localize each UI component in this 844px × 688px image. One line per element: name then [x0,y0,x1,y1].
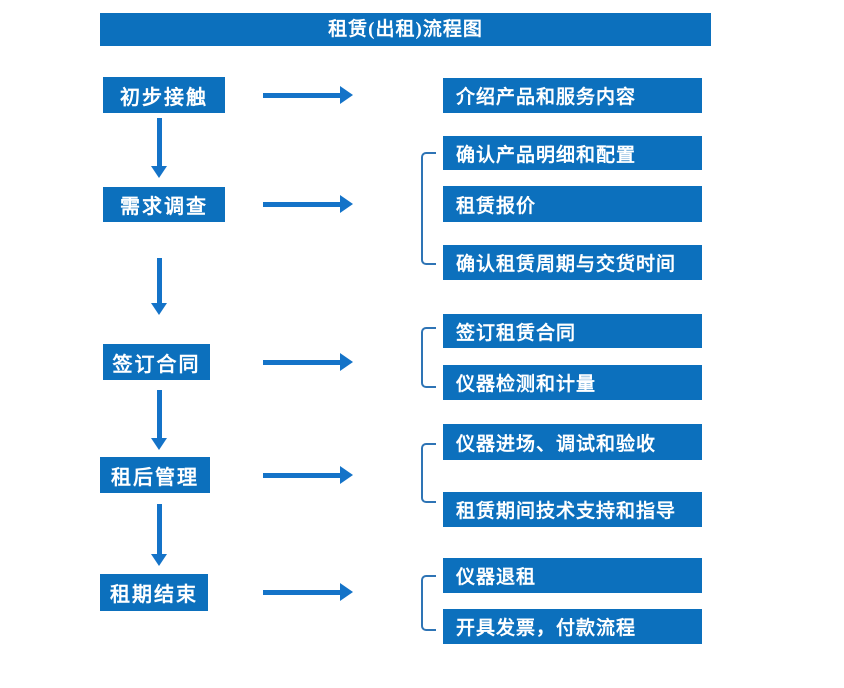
down-arrow-shaft [157,258,162,304]
right-arrow-head [340,195,353,213]
detail-box-instrument-testing-metering: 仪器检测和计量 [443,365,702,400]
down-arrow-icon [151,118,168,178]
group-bracket [421,575,436,631]
step-box-needs-survey: 需求调查 [103,187,225,222]
down-arrow-head [151,303,167,315]
right-arrow-head [340,583,353,601]
right-arrow-icon [263,353,353,371]
detail-box-invoicing-payment-process: 开具发票，付款流程 [443,609,702,644]
right-arrow-shaft [263,92,341,98]
right-arrow-head [340,353,353,371]
detail-box-instrument-return: 仪器退租 [443,558,702,593]
down-arrow-shaft [157,118,162,167]
down-arrow-icon [151,390,168,450]
right-arrow-icon [263,195,353,213]
right-arrow-head [340,86,353,104]
down-arrow-head [151,554,167,566]
down-arrow-head [151,166,167,178]
right-arrow-shaft [263,472,341,478]
down-arrow-shaft [157,390,162,439]
group-bracket [421,152,436,265]
down-arrow-shaft [157,504,162,555]
detail-box-introduce-products-services: 介绍产品和服务内容 [443,78,702,113]
detail-box-rental-tech-support-guidance: 租赁期间技术支持和指导 [443,492,702,527]
down-arrow-icon [151,258,168,315]
down-arrow-icon [151,504,168,566]
right-arrow-icon [263,86,353,104]
step-box-rental-end: 租期结束 [100,574,208,611]
step-box-initial-contact: 初步接触 [103,77,225,113]
right-arrow-icon [263,466,353,484]
detail-box-instrument-arrival-debug-acceptance: 仪器进场、调试和验收 [443,424,702,460]
step-box-post-rental-management: 租后管理 [100,457,210,493]
flowchart-title: 租赁(出租)流程图 [100,13,711,46]
detail-box-sign-rental-contract: 签订租赁合同 [443,314,702,348]
group-bracket [421,327,436,388]
right-arrow-shaft [263,359,341,365]
group-bracket [421,443,436,503]
detail-box-confirm-product-details-config: 确认产品明细和配置 [443,136,702,170]
detail-box-rental-quotation: 租赁报价 [443,186,702,222]
right-arrow-head [340,466,353,484]
down-arrow-head [151,438,167,450]
right-arrow-shaft [263,201,341,207]
right-arrow-shaft [263,589,341,595]
step-box-sign-contract: 签订合同 [103,344,210,380]
detail-box-confirm-rental-period-delivery: 确认租赁周期与交货时间 [443,245,702,280]
right-arrow-icon [263,583,353,601]
